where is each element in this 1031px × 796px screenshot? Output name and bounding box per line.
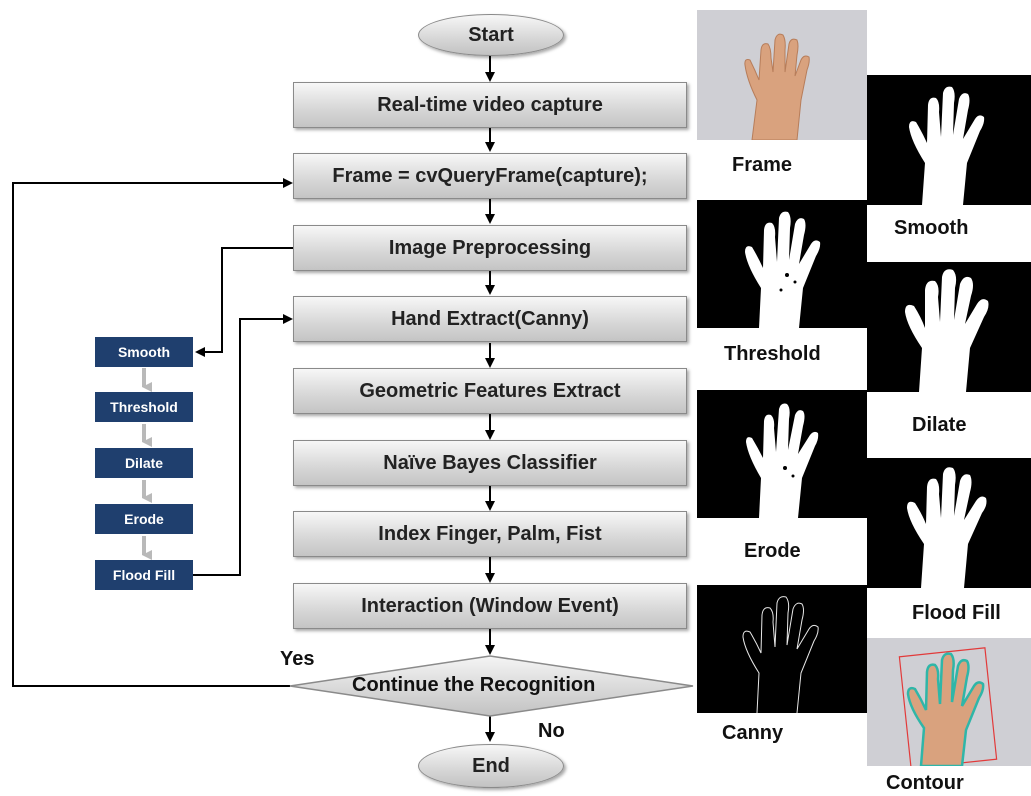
frame-image [697, 10, 867, 140]
caption-canny: Canny [722, 722, 784, 744]
canny-image [697, 585, 867, 713]
caption-erode: Erode [744, 540, 801, 562]
caption-dilate: Dilate [912, 414, 967, 436]
caption-frame: Frame [732, 154, 793, 176]
smooth-image [867, 75, 1031, 205]
step-image-preprocessing: Image Preprocessing [293, 225, 687, 271]
preprocess-dilate: Dilate [95, 448, 193, 478]
decision-label: Continue the Recognition [352, 674, 596, 696]
caption-floodfill: Flood Fill [912, 602, 1001, 624]
preprocess-threshold: Threshold [95, 392, 193, 422]
step-geometric-features: Geometric Features Extract [293, 368, 687, 414]
caption-smooth: Smooth [894, 217, 969, 239]
erode-image [697, 390, 867, 518]
yes-label: Yes [280, 648, 315, 670]
end-terminal: End [418, 744, 564, 788]
step-realtime-capture: Real-time video capture [293, 82, 687, 128]
caption-contour: Contour [886, 772, 964, 794]
floodfill-image [867, 458, 1031, 588]
arrow-preprocess-to-smooth [195, 247, 294, 357]
decision-diamond [289, 655, 694, 717]
arrow-floodfill-to-extract [193, 314, 293, 576]
step-hand-extract: Hand Extract(Canny) [293, 296, 687, 342]
step-frame-query: Frame = cvQueryFrame(capture); [293, 153, 687, 199]
preprocess-erode: Erode [95, 504, 193, 534]
dilate-image [867, 262, 1031, 392]
step-gesture-classes: Index Finger, Palm, Fist [293, 511, 687, 557]
threshold-image [697, 200, 867, 328]
preprocess-smooth: Smooth [95, 337, 193, 367]
arrow-yes-loop-to-frame [12, 178, 293, 687]
step-naive-bayes: Naïve Bayes Classifier [293, 440, 687, 486]
start-terminal: Start [418, 14, 564, 56]
contour-image [867, 638, 1031, 766]
step-interaction: Interaction (Window Event) [293, 583, 687, 629]
no-label: No [538, 720, 565, 742]
preprocess-floodfill: Flood Fill [95, 560, 193, 590]
caption-threshold: Threshold [724, 343, 821, 365]
